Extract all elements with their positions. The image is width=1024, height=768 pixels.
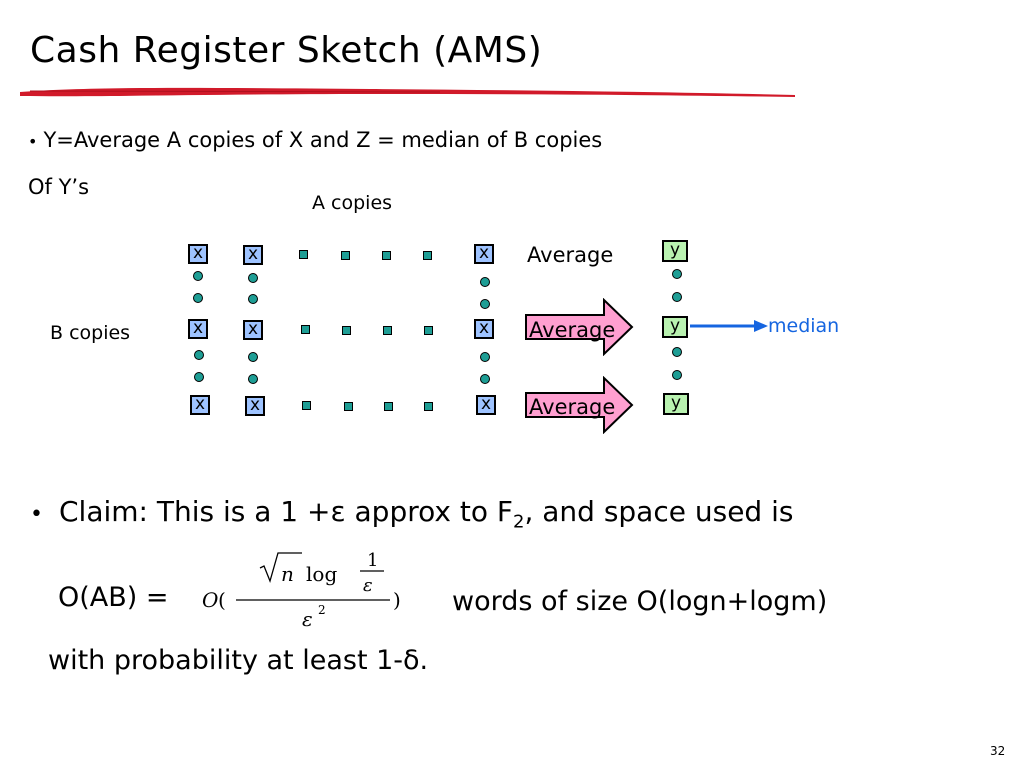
slide-title: Cash Register Sketch (AMS)	[30, 30, 543, 71]
ellipsis-square	[344, 402, 353, 411]
y-box: y	[663, 393, 689, 415]
ellipsis-square	[424, 402, 433, 411]
formula-eps-denom: ε	[302, 607, 313, 631]
vertical-dot	[194, 350, 204, 360]
b-copies-label: B copies	[50, 322, 131, 344]
ellipsis-square	[341, 251, 350, 260]
ellipsis-square	[383, 326, 392, 335]
average-arrow	[525, 376, 634, 434]
vertical-dot	[672, 269, 682, 279]
x-box: x	[188, 244, 208, 264]
oab-label: O(AB) =	[58, 582, 169, 613]
x-box: x	[190, 395, 210, 415]
claim-bullet: • Claim: This is a 1 +ε approx to F2, and…	[30, 495, 793, 533]
page-number: 32	[990, 744, 1006, 758]
median-arrow	[690, 320, 768, 332]
vertical-dot	[248, 294, 258, 304]
formula-eps-inner: ε	[363, 575, 373, 596]
formula-exp: 2	[318, 603, 326, 617]
ellipsis-square	[382, 251, 391, 260]
vertical-dot	[248, 273, 258, 283]
y-box: y	[662, 316, 688, 338]
vertical-dot	[248, 352, 258, 362]
average-label: Average	[527, 243, 614, 267]
bullet-text: Y=Average A copies of X and Z = median o…	[43, 128, 603, 152]
ellipsis-square	[299, 250, 308, 259]
bullet-marker: •	[30, 502, 43, 527]
formula-close-paren: )	[393, 588, 401, 612]
vertical-dot	[480, 352, 490, 362]
vertical-dot	[672, 347, 682, 357]
space-formula: O ( n log 1 ε ε 2 )	[202, 550, 401, 631]
words-text: words of size O(logn+logm)	[452, 586, 828, 617]
ellipsis-square	[342, 326, 351, 335]
median-label: median	[768, 315, 840, 337]
average-label: Average	[529, 318, 616, 342]
formula-log: log	[306, 562, 337, 586]
formula-open-paren: (	[218, 588, 226, 612]
a-copies-label: A copies	[312, 192, 393, 214]
formula-one: 1	[367, 550, 378, 571]
vertical-dot	[480, 374, 490, 384]
claim-text-end: , and space used is	[524, 495, 794, 528]
x-box: x	[243, 320, 263, 340]
x-box: x	[243, 245, 263, 265]
ellipsis-square	[302, 401, 311, 410]
ellipsis-square	[384, 402, 393, 411]
vertical-dot	[480, 299, 490, 309]
bullet-continuation: Of Y’s	[28, 175, 90, 199]
vertical-dot	[193, 293, 203, 303]
ellipsis-square	[424, 326, 433, 335]
average-label: Average	[529, 395, 616, 419]
formula-n: n	[281, 562, 294, 586]
vertical-dot	[480, 277, 490, 287]
vertical-dot	[193, 271, 203, 281]
title-underline	[20, 87, 795, 97]
vertical-dot	[672, 370, 682, 380]
y-box: y	[662, 240, 688, 262]
vertical-dot	[248, 374, 258, 384]
ellipsis-square	[423, 251, 432, 260]
ellipsis-square	[301, 325, 310, 334]
x-box: x	[474, 319, 494, 339]
x-box: x	[474, 244, 494, 264]
claim-text: Claim: This is a 1 +ε approx to F	[58, 495, 513, 528]
claim-subscript: 2	[512, 511, 525, 533]
formula-O: O	[202, 588, 218, 612]
average-arrow	[525, 298, 634, 356]
bullet-averaging: • Y=Average A copies of X and Z = median …	[28, 128, 602, 152]
probability-text: with probability at least 1-δ.	[48, 645, 429, 676]
vertical-dot	[672, 292, 682, 302]
x-box: x	[188, 319, 208, 339]
x-box: x	[245, 396, 265, 416]
x-box: x	[476, 395, 496, 415]
bullet-marker: •	[28, 132, 38, 151]
vertical-dot	[194, 372, 204, 382]
